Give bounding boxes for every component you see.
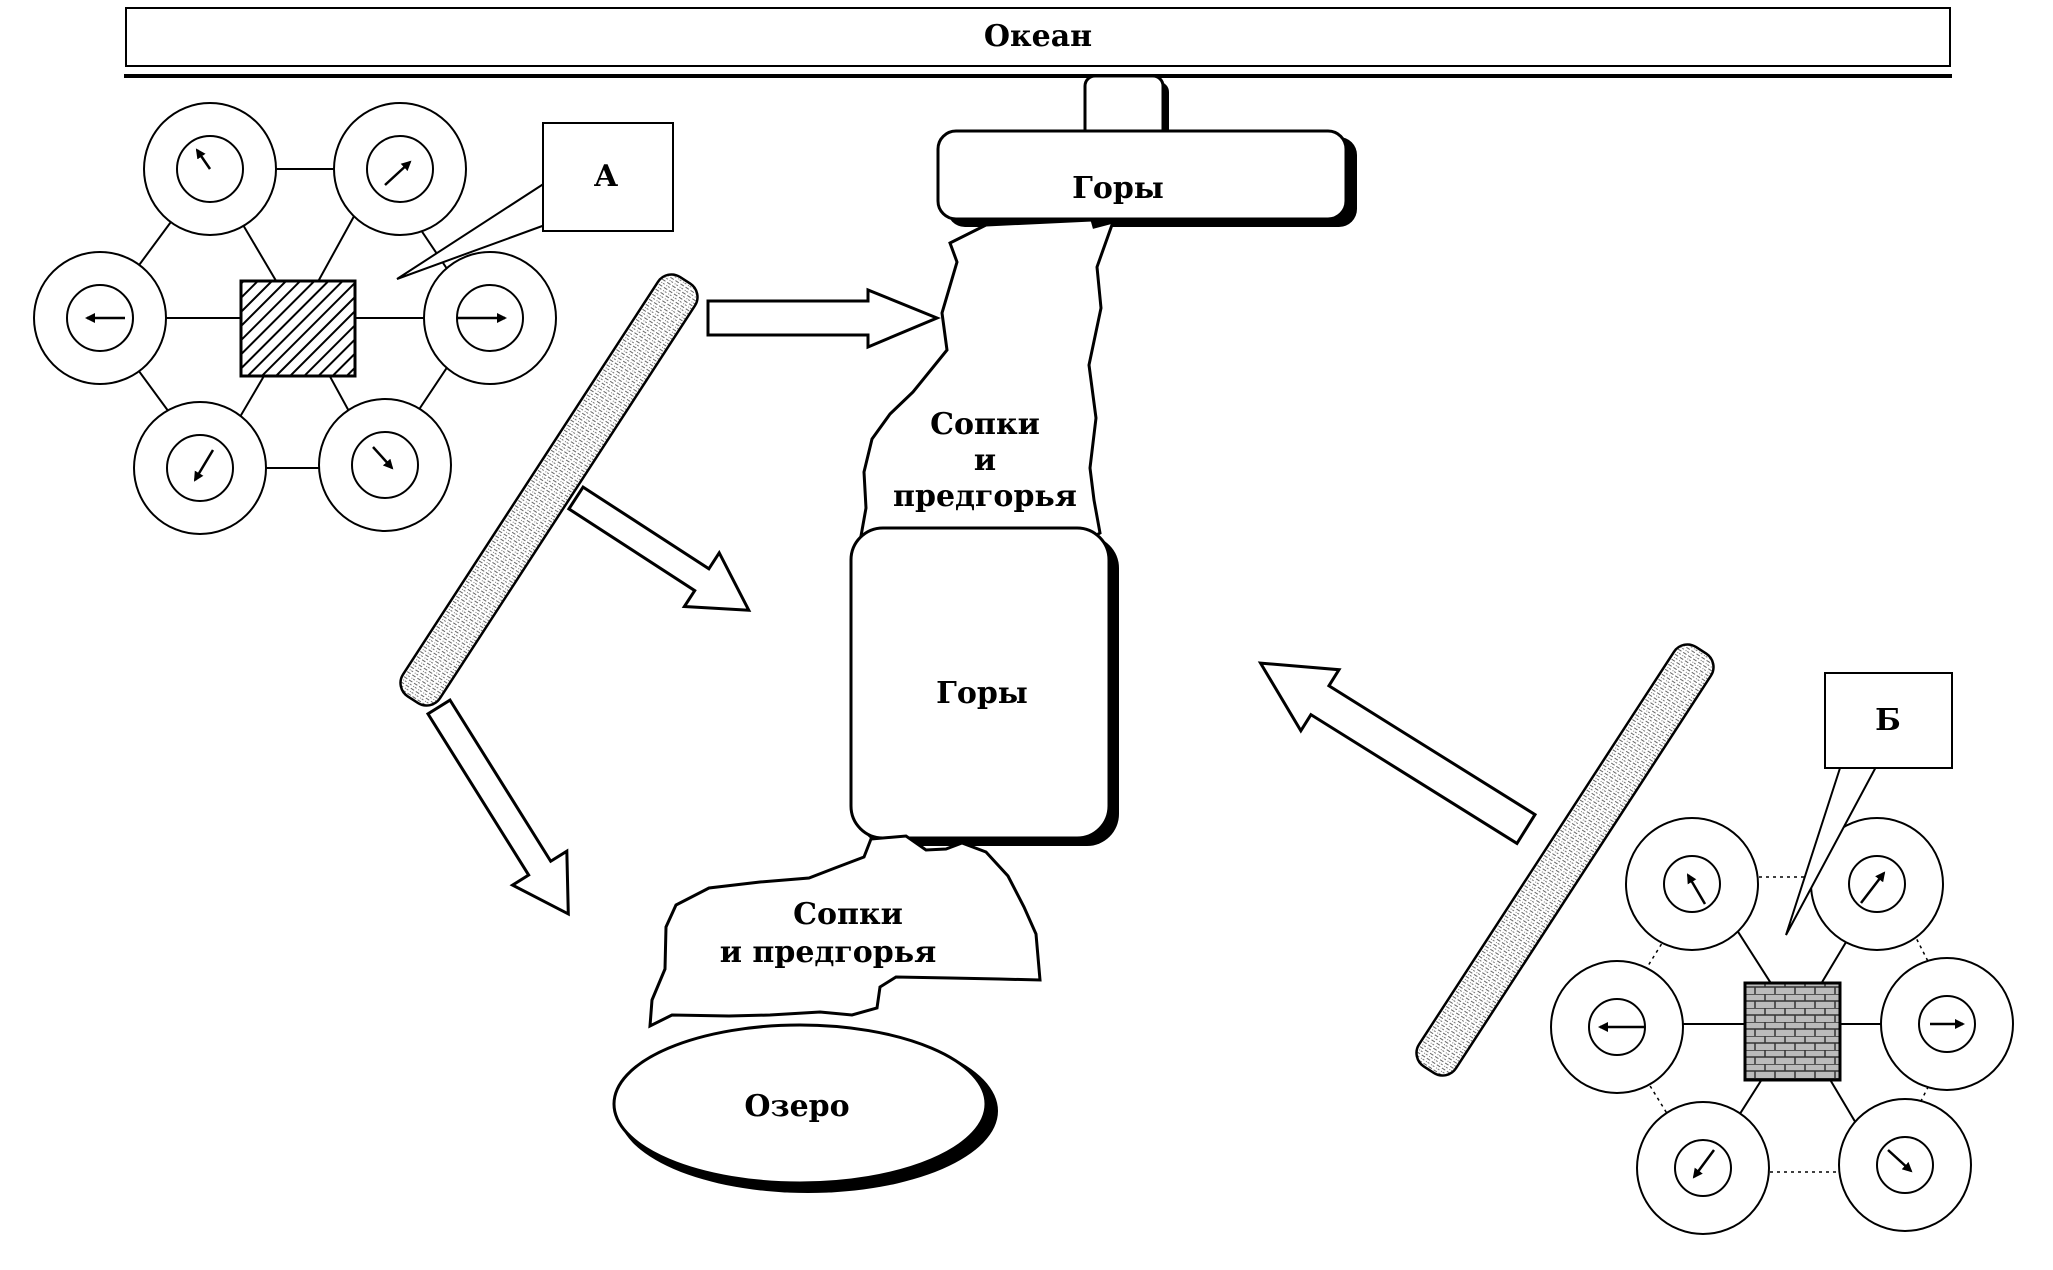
- flow-arrow-from-right: [1257, 661, 1538, 846]
- mountains-top-label: Горы: [1072, 171, 1164, 206]
- callout-a-label: А: [594, 159, 619, 194]
- cluster-a-node: [33, 251, 167, 385]
- flow-arrow-to-mountains: [566, 485, 752, 612]
- flow-arrow-to-upper-hills: [706, 287, 941, 350]
- callout-b-box: [1824, 672, 1953, 769]
- flow-arrow-to-lake: [425, 698, 570, 917]
- barrier-left: [399, 273, 699, 707]
- hills-upper-line3: предгорья: [893, 479, 1077, 514]
- mountains-middle: Горы: [849, 526, 1119, 846]
- hills-upper: Сопки и предгорья: [859, 218, 1116, 548]
- callout-a-box: [542, 122, 674, 232]
- cluster-b-node: [1625, 817, 1759, 951]
- cluster-b-node: [1550, 960, 1684, 1094]
- callout-b-label: Б: [1875, 703, 1901, 738]
- callout-a-pointer: [396, 182, 546, 280]
- hills-lower-line1: Сопки: [793, 897, 903, 932]
- cluster-b: Б: [1550, 672, 2014, 1235]
- mountains-middle-label: Горы: [936, 676, 1028, 711]
- cluster-b-node: [1880, 957, 2014, 1091]
- cluster-a-node: [133, 401, 267, 535]
- hills-upper-line1: Сопки: [930, 407, 1040, 442]
- barrier-right: [1415, 643, 1715, 1077]
- ocean-bar: Океан: [124, 7, 1952, 78]
- cluster-a-node: [333, 102, 467, 236]
- cluster-a-node: [143, 102, 277, 236]
- cluster-b-node: [1838, 1098, 1972, 1232]
- mountains-top: Горы: [936, 74, 1357, 227]
- cluster-a: А: [33, 102, 674, 535]
- callout-b-pointer: [1785, 764, 1878, 936]
- hills-upper-line2: и: [974, 443, 996, 478]
- lake-label: Озеро: [744, 1089, 849, 1124]
- cluster-b-node: [1810, 817, 1944, 951]
- lake: Озеро: [612, 1023, 998, 1193]
- cluster-b-center: [1743, 981, 1842, 1082]
- cluster-b-node: [1636, 1101, 1770, 1235]
- hills-lower-line2: и предгорья: [720, 935, 937, 970]
- cluster-a-center: [239, 279, 357, 378]
- cluster-a-node: [318, 398, 452, 532]
- hills-lower: Сопки и предгорья: [648, 834, 1042, 1029]
- cluster-a-node: [423, 251, 557, 385]
- ocean-label: Океан: [984, 19, 1092, 54]
